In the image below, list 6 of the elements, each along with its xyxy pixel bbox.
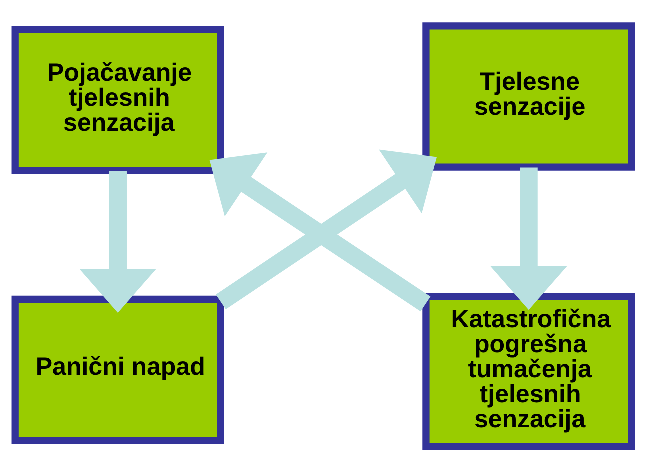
node-box: Pojačavanje tjelesnih senzacija: [12, 26, 224, 174]
node-box: Tjelesne senzacije: [422, 22, 636, 170]
arrow: [80, 170, 156, 312]
node-box: Panični napad: [12, 295, 224, 444]
node-box: Katastrofična pogrešna tumačenja tjelesnih senzacija: [422, 292, 636, 450]
arrow: [490, 167, 568, 310]
